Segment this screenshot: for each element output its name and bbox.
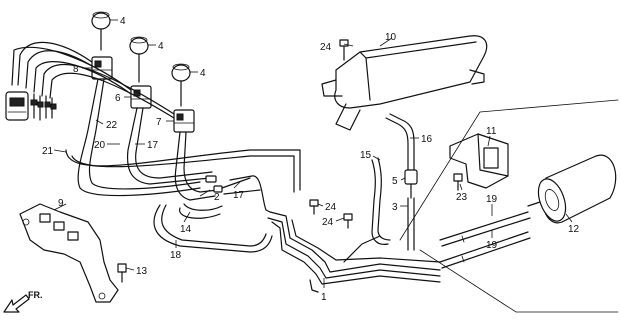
callout-24-mid: 24 <box>325 202 337 213</box>
callout-23: 23 <box>456 192 468 203</box>
callout-3: 3 <box>392 202 398 213</box>
hose-19 <box>439 211 531 269</box>
filter-4-bottom <box>171 63 191 107</box>
filter-4-top <box>91 11 111 51</box>
filter-4-middle <box>129 36 149 83</box>
tube-3 <box>407 197 415 251</box>
wire-harness <box>11 41 175 119</box>
callout-22: 22 <box>106 120 118 131</box>
solenoid-valve-6 <box>130 85 152 109</box>
callout-1: 1 <box>321 292 327 303</box>
hose-14 <box>179 203 223 219</box>
callout-17-lower: 17 <box>233 190 245 201</box>
check-valve-5 <box>404 169 418 199</box>
callout-17-upper: 17 <box>147 140 159 151</box>
callout-2: 2 <box>214 192 220 203</box>
bolt-24-top <box>339 39 349 61</box>
callout-4-bottom: 4 <box>200 68 206 79</box>
callout-9: 9 <box>58 198 64 209</box>
bolt-13 <box>117 263 127 283</box>
callout-4-top: 4 <box>120 16 126 27</box>
bracket-9 <box>19 203 119 303</box>
tube-15 <box>371 157 391 245</box>
vacuum-hoses-left <box>65 78 301 201</box>
hose-18 <box>153 204 273 253</box>
chamber-10 <box>321 35 488 131</box>
bolt-23 <box>453 173 463 191</box>
leader-lines <box>53 19 573 288</box>
callout-5: 5 <box>392 176 398 187</box>
callout-16: 16 <box>421 134 433 145</box>
t-joint-2 <box>205 175 261 195</box>
frame-lines <box>399 99 619 313</box>
callout-6: 6 <box>115 93 121 104</box>
electrical-connector <box>5 91 57 121</box>
callout-15: 15 <box>360 150 372 161</box>
callout-8: 8 <box>73 64 79 75</box>
callout-24-low: 24 <box>322 217 334 228</box>
callout-10: 10 <box>385 32 397 43</box>
callout-7: 7 <box>156 117 162 128</box>
callout-12: 12 <box>568 224 580 235</box>
solenoid-valve-7 <box>173 109 195 133</box>
hose-17-lower <box>229 175 271 213</box>
callout-19-lower: 19 <box>486 240 498 251</box>
callout-11: 11 <box>486 126 497 137</box>
front-direction-arrow: FR. <box>3 290 43 313</box>
callout-18: 18 <box>170 250 182 261</box>
callout-24-top: 24 <box>320 42 332 53</box>
vacuum-tank-12 <box>527 154 617 224</box>
bolt-24-low <box>343 213 353 229</box>
tube-16 <box>385 113 415 171</box>
callout-21: 21 <box>42 146 54 157</box>
callout-19-upper: 19 <box>486 194 498 205</box>
direction-label: FR. <box>28 290 43 300</box>
callout-4-middle: 4 <box>158 41 164 52</box>
bracket-11 <box>449 133 509 189</box>
tube-bundle-1 <box>267 211 441 293</box>
callout-20: 20 <box>94 140 106 151</box>
callout-14: 14 <box>180 224 192 235</box>
callout-13: 13 <box>136 266 148 277</box>
bolt-24-mid <box>309 199 319 215</box>
